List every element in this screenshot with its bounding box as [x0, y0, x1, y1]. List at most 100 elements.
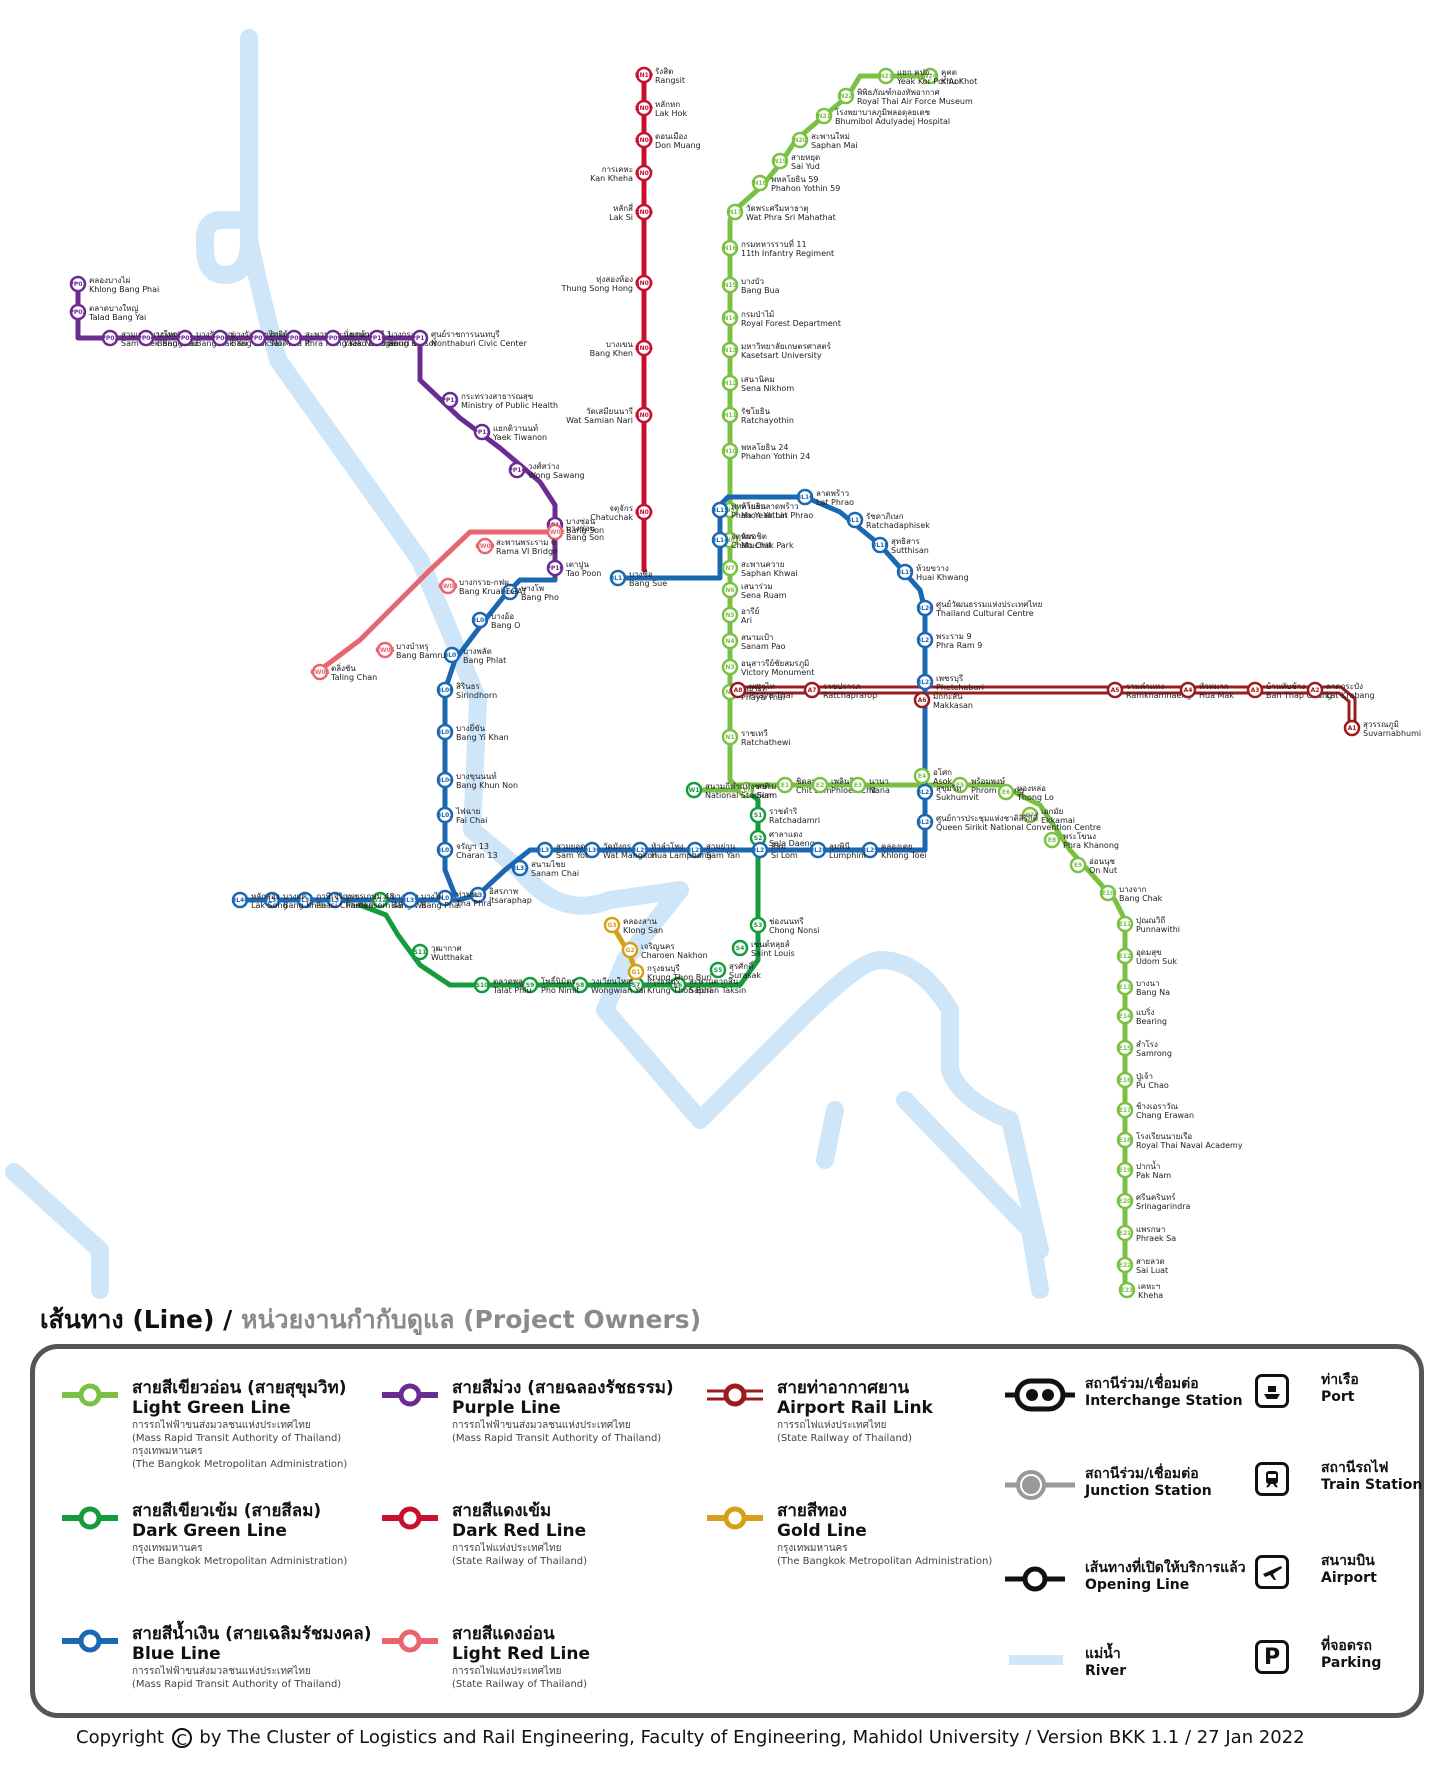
station-e14[interactable]: E14แบริ่งBearing: [1116, 1006, 1167, 1026]
station-n21[interactable]: N21โรงพยาบาลภูมิพลอดุลยเดชBhumibol Aduly…: [815, 107, 950, 126]
station-e20[interactable]: E20ศรีนครินทร์Srinagarindra: [1116, 1192, 1190, 1211]
station-rn05[interactable]: RN05ทุ่งสองห้องThung Song Hong: [561, 274, 653, 293]
station-a3[interactable]: A3บ้านทับช้างBan Thap Chang: [1246, 681, 1332, 700]
station-pp13[interactable]: PP13แยกติวานนท์Yaek Tiwanon: [473, 423, 547, 442]
station-g1[interactable]: G1กรุงธนบุรีKrung Thon Buri: [627, 963, 712, 982]
station-bl01[interactable]: BL01ท่าพระTha Phra: [437, 889, 492, 908]
station-s10[interactable]: S10ตลาดพลูTalat Phlu: [473, 976, 531, 995]
station-bl39[interactable]: BL39บางแคBang Khae: [264, 891, 327, 910]
station-e21[interactable]: E21แพรกษาPhraek Sa: [1116, 1224, 1176, 1243]
station-n7[interactable]: N7สะพานควายSaphan Khwai: [721, 559, 798, 578]
station-bl22[interactable]: BL22เพชรบุรีPhetchaburi: [917, 673, 984, 692]
station-n22[interactable]: N22พิพิธภัณฑ์กองทัพอากาศRoyal Thai Air F…: [837, 87, 973, 106]
station-a8[interactable]: A8พญาไทPhaya Thai: [729, 681, 793, 700]
station-e5[interactable]: E5พร้อมพงษ์Phrom Phong: [951, 776, 1024, 795]
station-s5[interactable]: S5สุรศักดิ์Surasak: [709, 960, 761, 980]
station-bl40[interactable]: BL40หลักสองLak Song: [232, 891, 288, 910]
station-pp02[interactable]: PP02ตลาดบางใหญ่Talad Bang Yai: [69, 303, 146, 322]
station-pp11[interactable]: PP11ศูนย์ราชการนนทบุรีNonthaburi Civic C…: [411, 329, 527, 348]
station-e15[interactable]: E15สำโรงSamrong: [1116, 1039, 1172, 1058]
station-cen[interactable]: CENสยามSiam: [737, 781, 777, 800]
station-bl30[interactable]: BL30วัดมังกรWat Mangkon: [584, 841, 658, 860]
station-n17[interactable]: N17วัดพระศรีมหาธาตุWat Phra Sri Mahathat: [726, 203, 836, 222]
station-bl38[interactable]: BL38ภาษีเจริญPhasi Charoen: [297, 891, 374, 910]
station-bl33[interactable]: BL33อิสรภาพItsaraphap: [470, 886, 532, 905]
station-e23[interactable]: E23เคหะฯKheha: [1118, 1281, 1163, 1300]
station-a6[interactable]: A6มักกะสันMakkasan: [913, 691, 973, 710]
station-n3[interactable]: N3อนุสาวรีย์ชัยสมรภูมิVictory Monument: [721, 658, 814, 677]
station-bl31[interactable]: BL31สามยอดSam Yot: [537, 841, 589, 860]
station-s11[interactable]: S11วุฒากาศWutthakat: [411, 943, 472, 962]
station-bl07[interactable]: BL07บางพลัดBang Phlat: [444, 646, 507, 665]
station-n24[interactable]: N24คูคตKhu Khot: [921, 67, 977, 86]
station-a4[interactable]: A4หัวหมากHua Mak: [1179, 681, 1234, 700]
station-e13[interactable]: E13บางนาBang Na: [1116, 978, 1170, 997]
station-rw05[interactable]: RW05บางบำหรุBang Bamru: [375, 641, 446, 660]
station-rw06[interactable]: RW06ตลิ่งชันTaling Chan: [310, 662, 377, 682]
station-n23[interactable]: N23แยก คปอ.Yeak Kor Por Aor: [877, 67, 963, 86]
station-e18[interactable]: E18โรงเรียนนายเรือRoyal Thai Naval Acade…: [1116, 1131, 1243, 1150]
station-e2[interactable]: E2เพลินจิตPhloen Chit: [811, 776, 877, 795]
station-bl08[interactable]: BL08บางอ้อBang O: [472, 611, 521, 630]
station-pp14[interactable]: PP14วงศ์สว่างWong Sawang: [508, 461, 584, 480]
station-rw03[interactable]: RW03สะพานพระราม 6Rama VI Bridge: [475, 537, 558, 556]
station-rn10[interactable]: RN10รังสิตRangsit: [635, 66, 685, 85]
station-rn07[interactable]: RN07การเคหะKan Kheha: [590, 164, 653, 183]
station-rw02[interactable]: RW02บางซ่อนBang Son: [545, 523, 604, 542]
station-bl23[interactable]: BL23สุขุมวิทSukhumvit: [917, 783, 979, 802]
station-e7[interactable]: E7เอกมัยEkkamai: [1021, 806, 1075, 825]
station-n20[interactable]: N20สะพานใหม่Saphan Mai: [791, 131, 858, 150]
station-bl09[interactable]: BL09บางโพBang Pho: [502, 583, 559, 602]
station-n4[interactable]: N4สนามเป้าSanam Pao: [721, 632, 786, 651]
station-pp01[interactable]: PP01คลองบางไผ่Khlong Bang Phai: [69, 275, 159, 294]
station-bl14[interactable]: BL14จตุจักรChatuchak Park: [712, 531, 794, 550]
station-e19[interactable]: E19ปากน้ำPak Nam: [1116, 1160, 1171, 1180]
station-rn03[interactable]: RN03วัดเสมียนนารีWat Samian Nari: [566, 406, 653, 425]
station-bl05[interactable]: BL05บางยี่ขันBang Yi Khan: [437, 722, 509, 742]
station-e11[interactable]: E11ปุณณวิถีPunnawithi: [1116, 915, 1180, 934]
station-rn08[interactable]: RN08ดอนเมืองDon Muang: [635, 131, 701, 150]
station-s6[interactable]: S6สะพานตากสินSaphan Taksin: [669, 976, 746, 995]
station-pp07[interactable]: PP07ไทรม้าSai Ma: [249, 329, 296, 348]
station-s1[interactable]: S1ราชดำริRatchadamri: [749, 806, 820, 825]
station-e6[interactable]: E6ทองหล่อThong Lo: [997, 783, 1054, 802]
station-s4[interactable]: S4เซนต์หลุยส์Saint Louis: [731, 939, 795, 958]
station-rn04[interactable]: RN04บางเขนBang Khen: [590, 339, 653, 358]
station-n10[interactable]: N10พหลโยธิน 24Phahon Yothin 24: [721, 442, 810, 461]
station-bl20[interactable]: BL20ศูนย์วัฒนธรรมแห่งประเทศไทยThailand C…: [917, 599, 1043, 618]
station-bl29[interactable]: BL29หัวลำโพงHua Lamphong: [632, 841, 712, 860]
station-bl26[interactable]: BL26ลุมพินีLumphini: [810, 841, 866, 860]
station-e10[interactable]: E10บางจากBang Chak: [1099, 884, 1163, 903]
station-e9[interactable]: E9อ่อนนุชOn Nut: [1069, 856, 1117, 875]
station-n15[interactable]: N15บางบัวBang Bua: [721, 276, 780, 295]
station-n18[interactable]: N18พหลโยธิน 59Phahon Yothin 59: [751, 174, 840, 193]
station-bl16[interactable]: BL16ลาดพร้าวLat Phrao: [797, 488, 855, 507]
station-n5[interactable]: N5อารีย์Ari: [721, 606, 759, 625]
station-bl25[interactable]: BL25คลองเตยKhlong Toei: [862, 841, 927, 860]
station-w1[interactable]: W1สนามกีฬาแห่งชาติNational Stadium: [685, 781, 774, 800]
station-e4[interactable]: E4อโศกAsok: [913, 767, 953, 786]
station-n13[interactable]: N13มหาวิทยาลัยเกษตรศาสตร์Kasetsart Unive…: [721, 341, 832, 360]
station-rw04[interactable]: RW04บางกรวย-กฟผ.Bang Kruai-EGAT: [438, 577, 527, 596]
station-bl24[interactable]: BL24ศูนย์การประชุมแห่งชาติสิริกิติ์Queen…: [917, 812, 1101, 832]
station-s9[interactable]: S9โพธิ์นิมิตรPho Nimit: [521, 975, 580, 995]
station-rn02[interactable]: RN02จตุจักรChatuchak: [590, 503, 653, 522]
station-rn09[interactable]: RN09หลักหกLak Hok: [635, 99, 687, 118]
station-a2[interactable]: A2ลาดกระบังLat Krabang: [1306, 681, 1375, 700]
station-pp04[interactable]: PP04บางพลูBang Phlu: [137, 329, 197, 348]
station-bl27[interactable]: BL27สีลมSi Lom: [752, 841, 798, 860]
station-bl04[interactable]: BL04บางขุนนนท์Bang Khun Non: [437, 771, 518, 790]
station-a7[interactable]: A7ราชปรารภRatchaprarop: [803, 681, 877, 700]
station-e22[interactable]: E22สายลวดSai Luat: [1116, 1256, 1168, 1275]
station-a5[interactable]: A5รามคำแหงRamkhamhaeng: [1106, 681, 1192, 700]
station-g3[interactable]: G3คลองสานKlong San: [603, 916, 663, 935]
station-bl11[interactable]: BL11บางซื่อBang Sue: [610, 568, 668, 588]
station-s3[interactable]: S3ช่องนนทรีChong Nonsi: [749, 916, 820, 935]
station-e17[interactable]: E17ช้างเอราวัณChang Erawan: [1116, 1101, 1194, 1120]
station-bl03[interactable]: BL03ไฟฉายFai Chai: [437, 806, 488, 825]
station-bl18[interactable]: BL18สุทธิสารSutthisan: [872, 536, 929, 555]
station-n19[interactable]: N19สายหยุดSai Yud: [771, 152, 820, 171]
station-bl15[interactable]: BL15พหลโยธินPhahon Yothin: [712, 501, 788, 520]
station-g2[interactable]: G2เจริญนครCharoen Nakhon: [621, 941, 708, 960]
station-e8[interactable]: E8พระโขนงPhra Khanong: [1043, 831, 1119, 850]
